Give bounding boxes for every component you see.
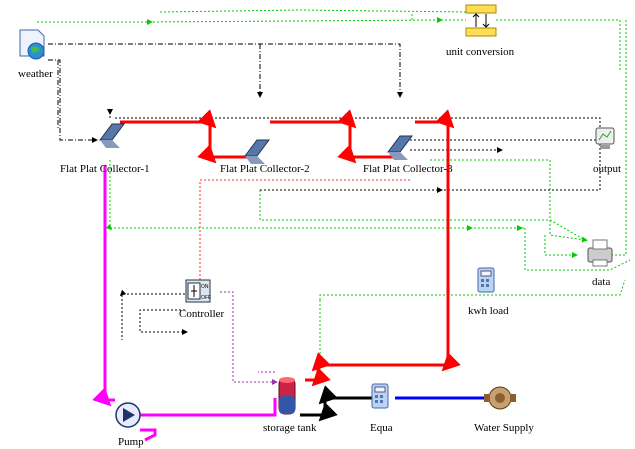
controller-off-text: OFF — [201, 295, 211, 301]
water-supply-label: Water Supply — [474, 422, 534, 434]
output-lines — [107, 109, 603, 193]
data-label: data — [592, 276, 611, 288]
storage-tank-label: storage tank — [263, 422, 317, 434]
weather-lines — [48, 43, 403, 143]
flat-plate-collector-3-label: Flat Plat Collector-3 — [363, 163, 453, 175]
solar-collector-icon[interactable] — [244, 139, 270, 164]
control-line-purple — [220, 291, 278, 385]
calculator-icon[interactable] — [371, 383, 389, 409]
solar-collector-icon[interactable] — [99, 123, 125, 148]
controller-lines — [119, 289, 188, 340]
storage-tank-icon[interactable] — [278, 377, 296, 415]
flat-plate-collector-1-label: Flat Plat Collector-1 — [60, 163, 150, 175]
weather-document-globe-icon[interactable] — [19, 29, 45, 60]
return-line — [300, 385, 375, 422]
solar-collector-icon[interactable] — [387, 135, 413, 160]
printer-icon[interactable] — [587, 239, 613, 267]
green-signal-lines — [37, 9, 631, 378]
weather-label: weather — [18, 68, 53, 80]
calculator-icon[interactable] — [477, 267, 495, 293]
pump-icon[interactable] — [115, 402, 141, 428]
plotter-monitor-icon[interactable] — [595, 127, 615, 149]
flat-plate-collector-2-label: Flat Plat Collector-2 — [220, 163, 310, 175]
on-off-controller-icon[interactable]: ON OFF — [185, 279, 211, 303]
cold-loop — [92, 165, 277, 442]
controller-label: Controller — [179, 308, 225, 320]
hot-loop — [120, 109, 461, 387]
controller-on-text: ON — [201, 284, 209, 290]
unit-conversion-label: unit conversion — [446, 46, 515, 58]
control-line-red — [199, 179, 410, 280]
kwh-load-label: kwh load — [468, 305, 509, 317]
water-supply-valve-icon[interactable] — [484, 386, 516, 410]
pump-label: Pump — [118, 436, 144, 448]
equa-label: Equa — [370, 422, 393, 434]
unit-conversion-icon[interactable] — [465, 4, 497, 37]
output-label: output — [593, 163, 622, 175]
